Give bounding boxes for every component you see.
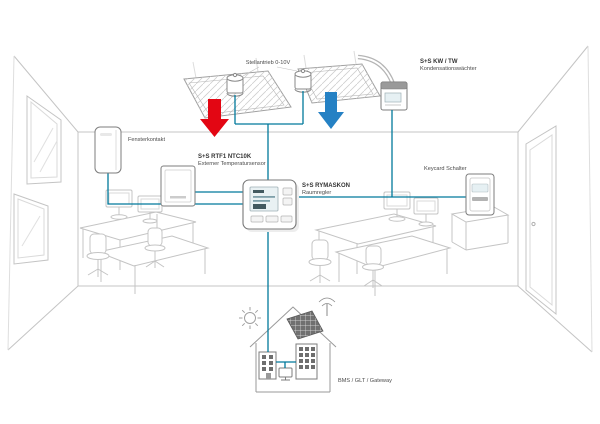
building-gateway [239, 297, 337, 393]
label-keycard: Keycard Schalter [424, 166, 467, 172]
window-contact-device [94, 126, 122, 174]
building-icon [295, 343, 318, 380]
label-controller-title: S+S RYMASKON [302, 183, 350, 189]
label-actuator: Stellantrieb 0-10V [246, 60, 291, 66]
door [525, 125, 557, 316]
desk-top [334, 235, 452, 269]
room-structure [7, 45, 593, 353]
ceiling-edge-left [13, 55, 79, 133]
controller-button [250, 215, 264, 223]
desk-group-right [308, 191, 510, 296]
building-icon [258, 351, 277, 380]
heating-arrow [200, 99, 229, 137]
left-wall-front-edge [7, 55, 15, 351]
actuator-right [294, 68, 312, 93]
connection-house-internal [276, 361, 296, 368]
actuator-left [226, 72, 244, 97]
labels: Stellantrieb 0-10V S+S KW / TW Kondensat… [128, 59, 477, 384]
windows-left-wall [13, 95, 62, 265]
temperature-sensor-device [160, 165, 196, 207]
label-condensation-title: S+S KW / TW [420, 59, 458, 65]
connection-actuators [234, 91, 304, 181]
monitor [383, 191, 411, 222]
label-temp-sensor-title: S+S RTF1 NTC10K [198, 154, 252, 160]
sun-icon [239, 307, 261, 329]
keycard-slot [472, 197, 488, 201]
controller-button [265, 215, 279, 223]
connection-lines [107, 91, 466, 368]
desk-top [79, 211, 197, 241]
device-display [384, 92, 402, 103]
antenna-icon [318, 297, 336, 316]
label-window-contact: Fensterkontakt [128, 137, 165, 143]
controller-button [280, 215, 293, 223]
gateway-screen-icon [278, 367, 293, 381]
floor-edge-left [7, 285, 79, 351]
cooling-arrow [318, 92, 344, 129]
floor-edge-right [517, 285, 593, 353]
office-chair [144, 227, 166, 268]
radiant-panel-right [297, 63, 381, 104]
label-temp-sensor-subtitle: Externer Temperatursensor [198, 161, 266, 167]
back-wall [77, 131, 519, 287]
monitor [105, 189, 133, 220]
condensation-monitor-device [357, 54, 408, 111]
desk-top [314, 213, 437, 245]
controller-button [282, 197, 293, 206]
office-chair [308, 239, 332, 283]
keycard-switch-device [465, 173, 495, 216]
office-chair [362, 245, 384, 288]
monitor [413, 197, 439, 227]
house-roof [249, 306, 337, 348]
label-gateway: BMS / GLT / Gateway [338, 378, 392, 384]
room-controller-device [242, 179, 299, 232]
door-handle [531, 221, 536, 227]
desk-group-left [79, 189, 210, 294]
window-pane-lower [13, 193, 49, 265]
leader-line [276, 66, 298, 72]
label-controller-subtitle: Raumregler [302, 190, 331, 196]
window-pane-upper [26, 95, 62, 185]
solar-panel-icon [286, 310, 324, 340]
right-wall-front-edge [587, 45, 593, 353]
office-chair [86, 233, 110, 277]
controller-button [282, 187, 293, 196]
connection-window-contact [107, 172, 243, 205]
ceiling-edge-right [517, 45, 589, 133]
label-condensation-subtitle: Kondensationswächter [420, 66, 477, 72]
leader-line [242, 66, 260, 77]
